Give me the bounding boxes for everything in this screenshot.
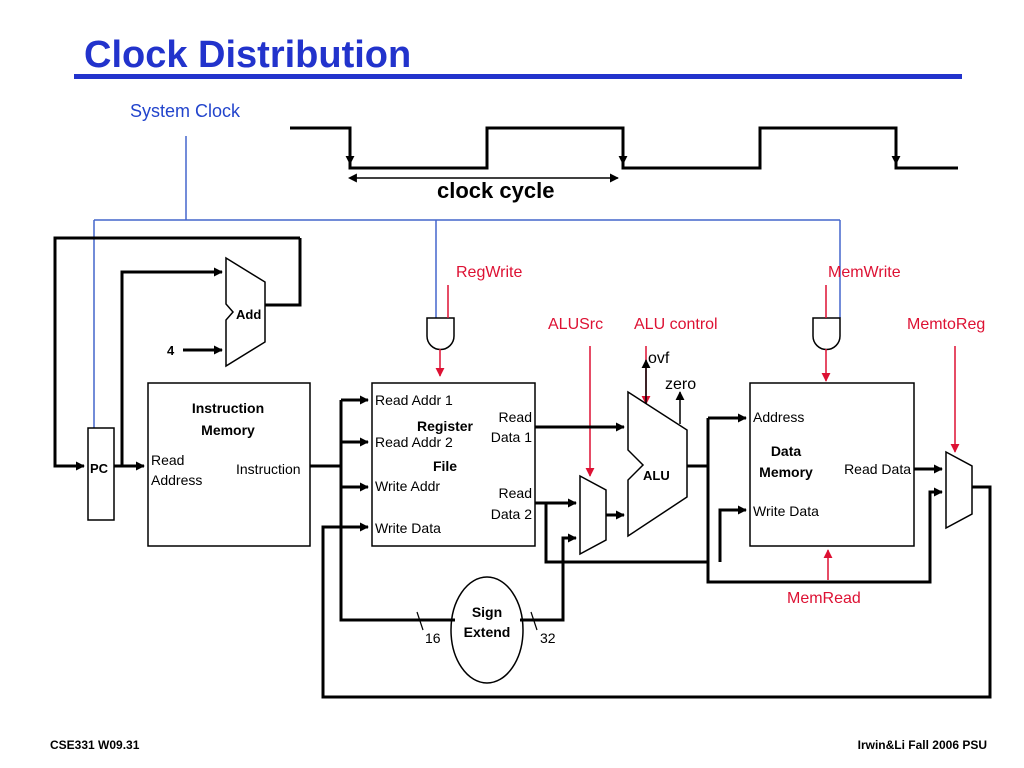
pc-adder: [225, 256, 266, 368]
reg-read-data-2a: Read: [499, 485, 532, 501]
regwrite-and-gate: [426, 285, 455, 377]
reg-write-addr: Write Addr: [375, 478, 440, 494]
memwrite-and-gate: [812, 285, 841, 382]
ovf-label: ovf: [648, 350, 670, 367]
bus-width-tick-32: [530, 611, 538, 631]
reg-title-1: Register: [417, 418, 474, 434]
sign-extend-unit: [450, 576, 524, 684]
instruction-memory: [147, 382, 311, 547]
reg-read-data-1a: Read: [499, 409, 532, 425]
imem-title-1: Instruction: [192, 400, 264, 416]
zero-label: zero: [665, 376, 696, 393]
imem-instruction-label: Instruction: [236, 461, 301, 477]
dmem-read-data-label: Read Data: [844, 461, 911, 477]
memread-label: MemRead: [787, 590, 861, 607]
reg-read-addr-2: Read Addr 2: [375, 434, 453, 450]
imem-read-label-1: Read: [151, 452, 184, 468]
footer-credit: Irwin&Li Fall 2006 PSU: [857, 738, 987, 752]
memwrite-label: MemWrite: [828, 264, 901, 281]
register-file: [371, 382, 536, 547]
reg-title-2: File: [433, 458, 457, 474]
imem-title-2: Memory: [201, 422, 255, 438]
pc-label: PC: [90, 461, 109, 476]
dmem-title-1: Data: [771, 443, 802, 459]
reg-read-data-2b: Data 2: [491, 506, 532, 522]
reg-read-addr-1: Read Addr 1: [375, 392, 453, 408]
regwrite-label: RegWrite: [456, 264, 522, 281]
dmem-address-label: Address: [753, 409, 804, 425]
system-clock-label: System Clock: [130, 101, 241, 121]
memtoreg-label: MemtoReg: [907, 316, 985, 333]
clock-waveform: [290, 126, 958, 183]
alu-label: ALU: [643, 468, 670, 483]
width-16-label: 16: [425, 630, 441, 646]
datapath-wires: [53, 236, 992, 699]
dmem-title-2: Memory: [759, 464, 813, 480]
width-32-label: 32: [540, 630, 556, 646]
sign-extend-label-2: Extend: [464, 624, 511, 640]
reg-read-data-1b: Data 1: [491, 429, 532, 445]
bus-width-tick-16: [416, 611, 424, 631]
dmem-write-data-label: Write Data: [753, 503, 819, 519]
title-underline: [74, 74, 962, 79]
pc-register: [87, 427, 115, 521]
alu-control-label: ALU control: [634, 316, 718, 333]
imem-read-label-2: Address: [151, 472, 202, 488]
footer-course: CSE331 W09.31: [50, 738, 140, 752]
add-label: Add: [236, 307, 261, 322]
slide-title: Clock Distribution: [84, 34, 412, 76]
const-four-label: 4: [167, 343, 175, 358]
sign-extend-label-1: Sign: [472, 604, 502, 620]
alusrc-label: ALUSrc: [548, 316, 603, 333]
alusrc-mux: [579, 474, 607, 556]
clock-cycle-label: clock cycle: [437, 178, 554, 203]
clock-distribution-wires: [93, 136, 841, 428]
alu: [627, 390, 688, 538]
reg-write-data: Write Data: [375, 520, 441, 536]
data-memory: [749, 382, 915, 547]
memtoreg-mux: [945, 450, 973, 530]
